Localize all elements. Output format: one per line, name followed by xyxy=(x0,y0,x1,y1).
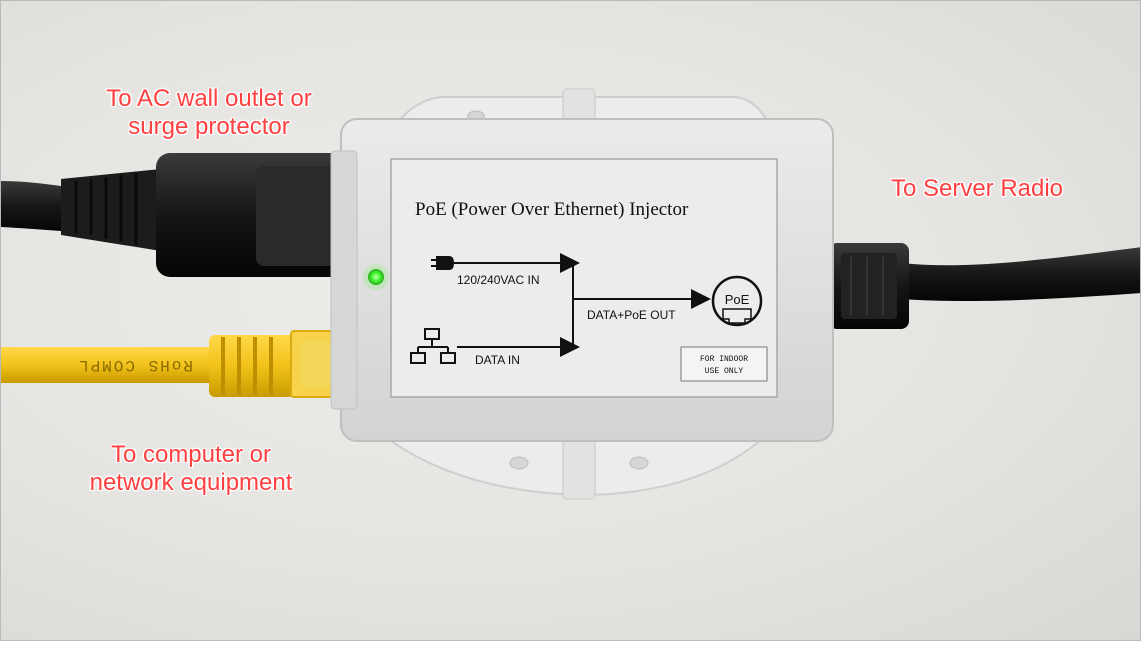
label-panel: PoE (Power Over Ethernet) Injector 120/2… xyxy=(390,158,778,398)
server-radio-callout-line1: To Server Radio xyxy=(890,175,1064,202)
server-radio-callout: To Server Radio xyxy=(877,175,1077,203)
power-input-label: 120/240VAC IN xyxy=(457,273,540,287)
cable-print: RoHS COMPL xyxy=(77,356,193,374)
power-cable xyxy=(1,153,346,277)
signal-path xyxy=(572,263,711,347)
notice-line-2: USE ONLY xyxy=(705,367,744,376)
indoor-notice: FOR INDOOR USE ONLY xyxy=(680,346,768,382)
ac-outlet-callout-line2: surge protector xyxy=(128,113,290,140)
ethernet-cable: RoHS COMPL xyxy=(1,330,340,398)
computer-callout: To computer or network equipment xyxy=(71,441,311,497)
computer-callout-line1: To computer or xyxy=(110,441,272,468)
output-label: DATA+PoE OUT xyxy=(587,308,676,322)
computer-callout-line2: network equipment xyxy=(89,469,293,496)
notice-line-1: FOR INDOOR xyxy=(700,355,748,364)
poe-port-icon: PoE xyxy=(711,275,763,327)
ac-outlet-callout: To AC wall outlet or surge protector xyxy=(89,85,329,141)
ac-outlet-callout-line1: To AC wall outlet or xyxy=(106,85,312,112)
server-radio-cable xyxy=(829,243,1140,329)
plug-icon xyxy=(431,253,580,273)
data-input-label: DATA IN xyxy=(475,353,520,367)
poe-badge-text: PoE xyxy=(725,292,750,307)
ethernet-boot xyxy=(209,335,295,397)
network-icon xyxy=(410,328,580,364)
device-title: PoE (Power Over Ethernet) Injector xyxy=(415,199,689,220)
status-led xyxy=(368,269,384,285)
